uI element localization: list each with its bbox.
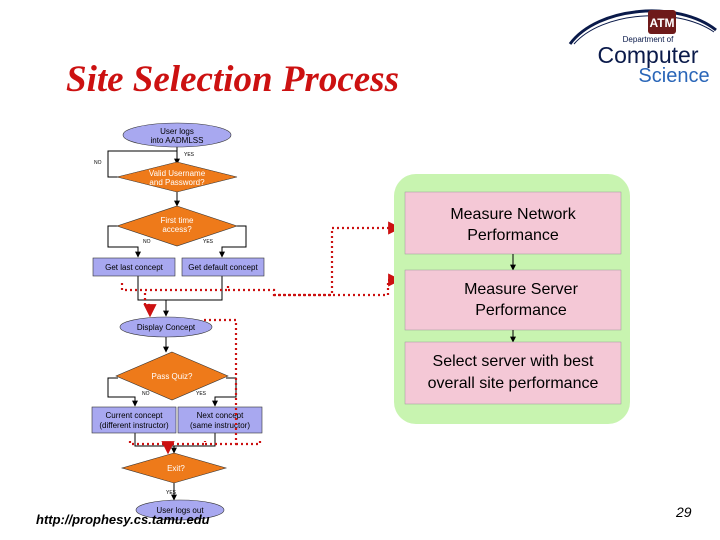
get-last-concept-label: Get last concept <box>105 263 164 272</box>
slide-title: Site Selection Process <box>66 59 399 100</box>
no-label-validate: NO <box>94 160 102 166</box>
measure-server-label-1: Measure Server <box>464 281 578 298</box>
get-default-concept-label: Get default concept <box>188 263 258 272</box>
get-last-concept-node <box>92 257 176 277</box>
current-concept-label-2: (different instructor) <box>99 421 169 430</box>
site-selection-links <box>120 221 402 455</box>
display-concept-label: Display Concept <box>137 323 196 332</box>
logo-seal-text: ATM <box>649 16 674 30</box>
footer-url: http://prophesy.cs.tamu.edu <box>36 512 210 527</box>
measure-server-label-2: Performance <box>475 302 567 319</box>
yes-label-exit: YES <box>166 490 177 496</box>
pass-quiz-node <box>115 351 229 401</box>
display-concept-node <box>119 316 213 338</box>
measure-network-label-1: Measure Network <box>450 206 576 223</box>
no-label-quiz: NO <box>142 391 150 397</box>
cs-department-logo: ATM Department of Computer Science <box>568 9 717 86</box>
no-label-first-time: NO <box>143 239 151 245</box>
get-default-concept-node <box>181 257 265 277</box>
validate-label-2: and Password? <box>149 178 205 187</box>
user-login-node <box>122 122 232 148</box>
first-time-label-1: First time <box>161 216 194 225</box>
next-concept-label-1: Next concept <box>197 411 244 420</box>
exit-decision-node <box>120 452 228 484</box>
current-concept-label-1: Current concept <box>106 411 164 420</box>
page-number: 29 <box>676 504 692 520</box>
logo-department-of: Department of <box>623 35 674 44</box>
first-time-label-2: access? <box>162 225 192 234</box>
select-server-box <box>404 341 622 405</box>
yes-label-first-time: YES <box>203 239 214 245</box>
logo-computer: Computer <box>598 42 699 68</box>
next-concept-label-2: (same instructor) <box>190 421 250 430</box>
measure-network-label-2: Performance <box>467 227 559 244</box>
user-login-label-1: User logs <box>160 127 194 136</box>
logo-swoosh <box>568 9 717 45</box>
flow-connectors <box>107 147 247 501</box>
yes-label-login: YES <box>184 152 195 158</box>
user-logout-label: User logs out <box>156 506 204 515</box>
logo-science: Science <box>638 65 709 86</box>
user-login-label-2: into AADMLSS <box>151 136 204 145</box>
measure-network-box <box>404 191 622 255</box>
next-concept-node <box>177 406 263 434</box>
exit-label: Exit? <box>167 464 185 473</box>
measure-server-box <box>404 269 622 331</box>
validate-label-1: Valid Username <box>149 169 206 178</box>
first-time-access-node <box>116 205 238 247</box>
seal-icon <box>648 10 676 34</box>
pass-quiz-label: Pass Quiz? <box>152 372 193 381</box>
current-concept-node <box>91 406 177 434</box>
select-server-label-1: Select server with best <box>433 353 595 370</box>
select-server-label-2: overall site performance <box>428 375 599 392</box>
user-logout-node <box>135 499 225 521</box>
validate-credentials-node <box>116 161 238 193</box>
yes-label-quiz: YES <box>196 391 207 397</box>
